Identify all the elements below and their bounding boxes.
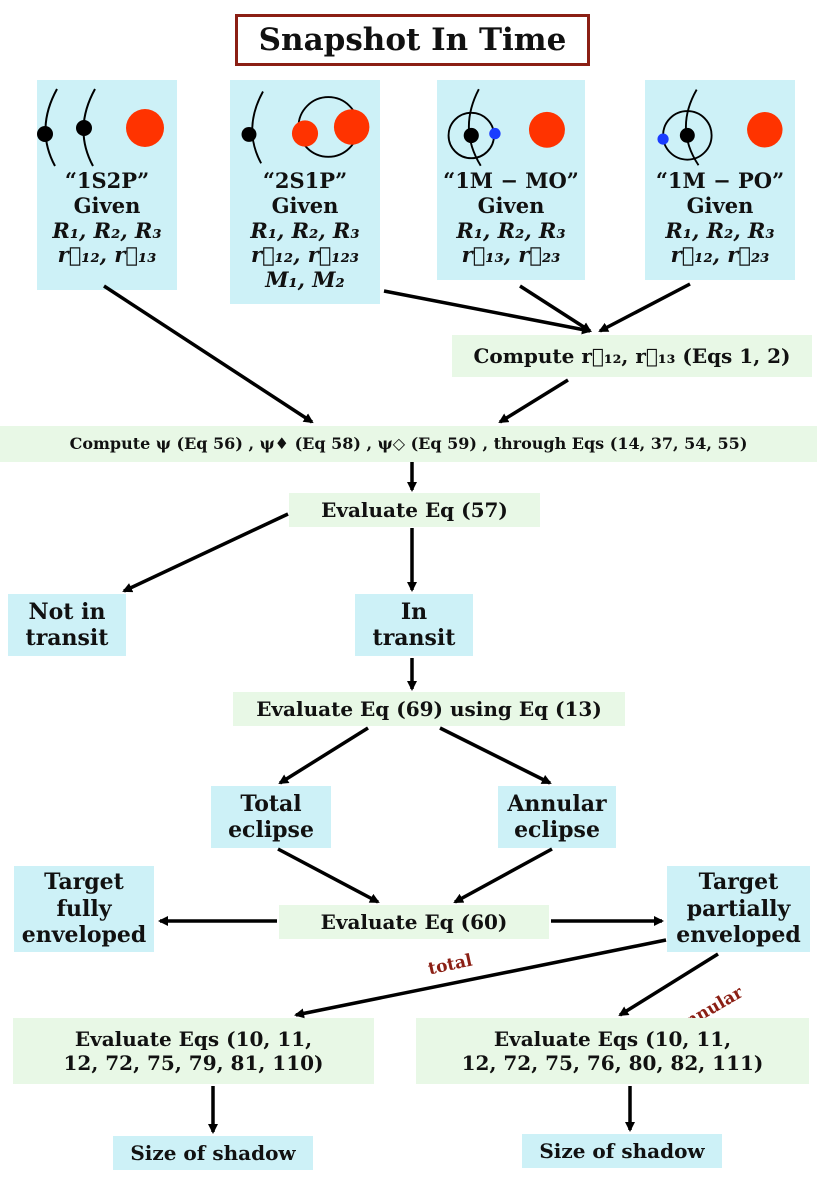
not-in-transit-line2: transit	[25, 625, 109, 651]
target-fully-line1: Target	[44, 869, 124, 896]
config-1m-mo-icon	[447, 88, 565, 167]
annular-eclipse-line1: Annular	[507, 790, 607, 817]
arrow-1mpo-to-compute-r	[598, 282, 691, 333]
config-name: “2S1P”	[262, 168, 348, 193]
config-name: “1M − PO”	[655, 168, 785, 193]
shadow-right-box: Size of shadow	[522, 1134, 722, 1168]
config-given: Given	[271, 192, 339, 218]
arrow-eval57-to-not-transit	[122, 512, 289, 593]
eval69-label: Evaluate Eq (69) using Eq (13)	[256, 697, 602, 721]
eval60-box: Evaluate Eq (60)	[279, 905, 549, 939]
eval69-box: Evaluate Eq (69) using Eq (13)	[233, 692, 625, 726]
config-line2: r⃗₁₂, r⃗₁₂₃	[251, 242, 359, 268]
config-given: Given	[477, 192, 545, 218]
total-eclipse-line2: eclipse	[228, 817, 314, 843]
target-fully-box: Target fully enveloped	[14, 866, 154, 952]
annular-eclipse-line2: eclipse	[514, 817, 600, 843]
eval60-label: Evaluate Eq (60)	[320, 910, 508, 934]
total-eclipse-line1: Total	[240, 790, 302, 817]
not-in-transit-line1: Not in	[28, 598, 106, 625]
eqs-left-line2: 12, 72, 75, 79, 81, 110)	[63, 1051, 324, 1075]
compute-r-label: Compute r⃗₁₂, r⃗₁₃ (Eqs 1, 2)	[473, 344, 791, 368]
config-1m-mo: “1M − MO” Given R₁, R₂, R₃ r⃗₁₃, r⃗₂₃	[437, 80, 585, 280]
config-given: Given	[73, 192, 141, 218]
config-line2: r⃗₁₃, r⃗₂₃	[461, 242, 561, 268]
not-in-transit-box: Not in transit	[8, 594, 126, 656]
config-given: Given	[686, 192, 754, 218]
eval57-box: Evaluate Eq (57)	[289, 493, 540, 527]
arrow-partially-to-eqs-left	[294, 938, 667, 1019]
config-line1: R₁, R₂, R₃	[665, 217, 775, 243]
in-transit-box: In transit	[355, 594, 473, 656]
eval57-label: Evaluate Eq (57)	[321, 498, 508, 522]
target-fully-line3: enveloped	[21, 922, 147, 949]
eqs-right-line1: Evaluate Eqs (10, 11,	[493, 1027, 732, 1051]
arrow-total-to-eval60	[277, 847, 380, 904]
eqs-right-box: Evaluate Eqs (10, 11, 12, 72, 75, 76, 80…	[416, 1018, 809, 1084]
compute-psi-box: Compute ψ (Eq 56) , ψ♦ (Eq 58) , ψ◇ (Eq …	[0, 426, 817, 462]
eqs-right-line2: 12, 72, 75, 76, 80, 82, 111)	[461, 1051, 764, 1075]
arrow-2s1p-to-compute-r	[383, 289, 592, 335]
target-partially-line3: enveloped	[676, 922, 801, 949]
shadow-left-box: Size of shadow	[113, 1136, 313, 1170]
total-eclipse-box: Total eclipse	[211, 786, 331, 848]
config-2s1p: “2S1P” Given R₁, R₂, R₃ r⃗₁₂, r⃗₁₂₃ M₁, …	[230, 80, 380, 304]
arrow-eval69-to-total	[278, 726, 369, 785]
shadow-left-label: Size of shadow	[130, 1141, 296, 1165]
target-partially-line2: partially	[686, 895, 791, 922]
eqs-left-box: Evaluate Eqs (10, 11, 12, 72, 75, 79, 81…	[13, 1018, 374, 1084]
config-line1: R₁, R₂, R₃	[456, 217, 566, 243]
arrow-1s2p-to-psi	[103, 284, 314, 424]
config-line3: M₁, M₂	[265, 267, 345, 293]
target-fully-line2: fully	[56, 895, 112, 922]
config-line2: r⃗₁₂, r⃗₂₃	[670, 242, 770, 268]
in-transit-line2: transit	[372, 625, 456, 651]
compute-psi-label: Compute ψ (Eq 56) , ψ♦ (Eq 58) , ψ◇ (Eq …	[69, 434, 748, 454]
config-1m-po-icon	[657, 89, 783, 166]
arrow-1mmo-to-compute-r	[519, 284, 592, 333]
in-transit-line1: In	[400, 598, 428, 625]
eqs-left-line1: Evaluate Eqs (10, 11,	[74, 1027, 313, 1051]
config-2s1p-icon	[241, 91, 370, 164]
annular-eclipse-box: Annular eclipse	[498, 786, 616, 848]
config-line2: r⃗₁₂, r⃗₁₃	[57, 242, 157, 268]
config-line1: R₁, R₂, R₃	[52, 217, 162, 243]
arrow-compute-r-to-psi	[498, 378, 569, 424]
config-name: “1S2P”	[64, 168, 150, 193]
arrow-partially-to-eqs-right	[618, 952, 719, 1017]
arrow-eval69-to-annular	[439, 726, 552, 785]
shadow-right-label: Size of shadow	[539, 1139, 705, 1163]
arrow-annular-to-eval60	[453, 847, 553, 904]
config-1s2p: “1S2P” Given R₁, R₂, R₃ r⃗₁₂, r⃗₁₃	[37, 80, 177, 290]
target-partially-box: Target partially enveloped	[667, 866, 810, 952]
compute-r-box: Compute r⃗₁₂, r⃗₁₃ (Eqs 1, 2)	[452, 335, 812, 377]
config-line1: R₁, R₂, R₃	[250, 217, 360, 243]
config-1s2p-icon	[37, 88, 164, 167]
config-1m-po: “1M − PO” Given R₁, R₂, R₃ r⃗₁₂, r⃗₂₃	[645, 80, 795, 280]
page-title: Snapshot In Time	[235, 14, 590, 66]
target-partially-line1: Target	[698, 869, 779, 896]
config-name: “1M − MO”	[443, 168, 579, 193]
